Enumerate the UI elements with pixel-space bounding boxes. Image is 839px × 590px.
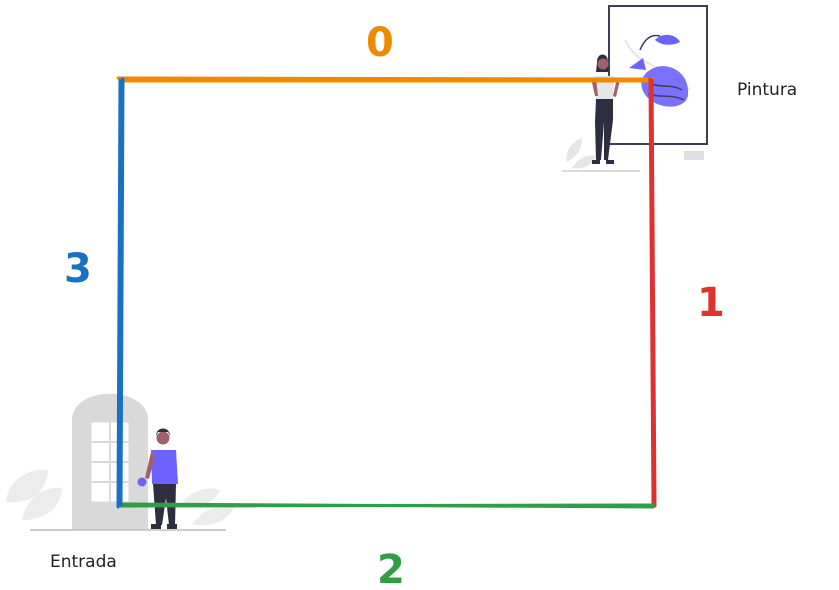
painting-illustration: [562, 5, 708, 172]
room-path: [116, 76, 657, 509]
edge-0-line: [116, 76, 654, 83]
edge-2-number: 2: [377, 547, 405, 590]
edge-3-number: 3: [64, 246, 92, 292]
wall-bench: [684, 151, 704, 160]
painting-label: Pintura: [737, 80, 797, 100]
painting-leaf: [629, 58, 646, 70]
edge-0-number: 0: [366, 20, 394, 66]
edge-3-line: [116, 77, 125, 509]
edge-1-number: 1: [697, 280, 725, 326]
edge-1-line: [648, 77, 657, 509]
entrance-label: Entrada: [50, 552, 117, 572]
edge-2-line: [117, 502, 656, 509]
